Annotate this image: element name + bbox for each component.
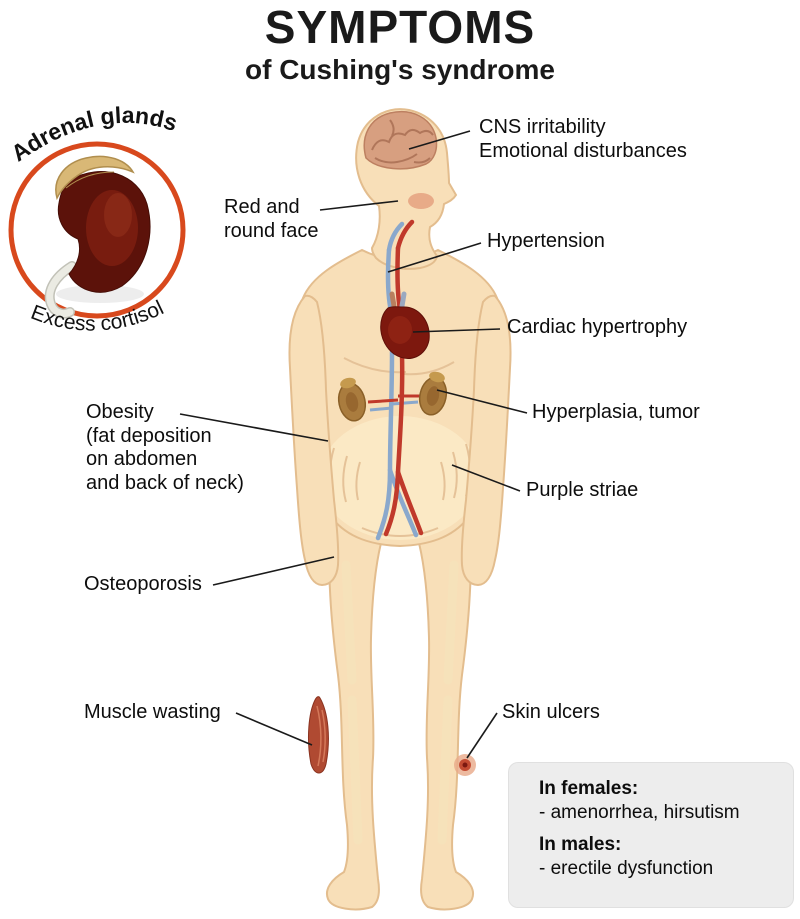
label-purple-striae: Purple striae <box>526 479 639 501</box>
kidneys-illustration <box>337 371 448 422</box>
leader-line-obesity <box>179 413 329 442</box>
leg-bones <box>341 560 459 845</box>
leader-line-muscle-wasting <box>235 712 313 746</box>
sex-specific-symptoms-box: In females: - amenorrhea, hirsutism In m… <box>508 762 794 908</box>
label-muscle-wasting: Muscle wasting <box>84 701 221 723</box>
label-hypertension: Hypertension <box>487 230 605 252</box>
label-osteoporosis: Osteoporosis <box>84 573 202 595</box>
label-red-round-face: Red and round face <box>224 196 319 242</box>
leader-line-cns <box>408 130 471 150</box>
label-hyperplasia-tumor: Hyperplasia, tumor <box>532 401 700 423</box>
cheek-blush <box>408 193 434 209</box>
leader-lines <box>179 130 528 759</box>
leader-line-hypertension <box>387 242 482 273</box>
page-title: SYMPTOMS <box>264 1 536 53</box>
females-item: - amenorrhea, hirsutism <box>539 802 740 823</box>
leader-line-cardiac <box>412 328 501 333</box>
leader-line-osteoporosis <box>212 556 335 586</box>
leader-line-red-face <box>319 200 399 211</box>
page-subtitle: of Cushing's syndrome <box>244 54 556 85</box>
muscle-wasting-illustration <box>307 696 329 774</box>
adrenal-gland-cap <box>55 155 135 201</box>
brain-illustration <box>363 111 438 170</box>
label-skin-ulcers: Skin ulcers <box>502 701 600 723</box>
right-arm <box>460 294 512 587</box>
males-heading: In males: <box>539 834 622 855</box>
left-arm <box>288 294 340 587</box>
leader-line-hyperplasia <box>436 389 528 414</box>
label-cns-irritability: CNS irritability Emotional disturbances <box>479 116 687 162</box>
adrenal-gland-inset: Adrenal glands Excess cortisol <box>6 102 186 336</box>
males-item: - erectile dysfunction <box>539 858 714 879</box>
skin-ulcer-illustration <box>454 754 476 776</box>
leader-line-purple-striae <box>451 464 521 492</box>
blood-vessels <box>367 219 424 541</box>
leader-line-skin-ulcers <box>466 712 498 759</box>
heart-illustration <box>380 291 430 359</box>
label-obesity: Obesity (fat deposition on abdomen and b… <box>86 401 244 494</box>
females-heading: In females: <box>539 778 639 799</box>
label-cardiac-hypertrophy: Cardiac hypertrophy <box>507 316 688 338</box>
